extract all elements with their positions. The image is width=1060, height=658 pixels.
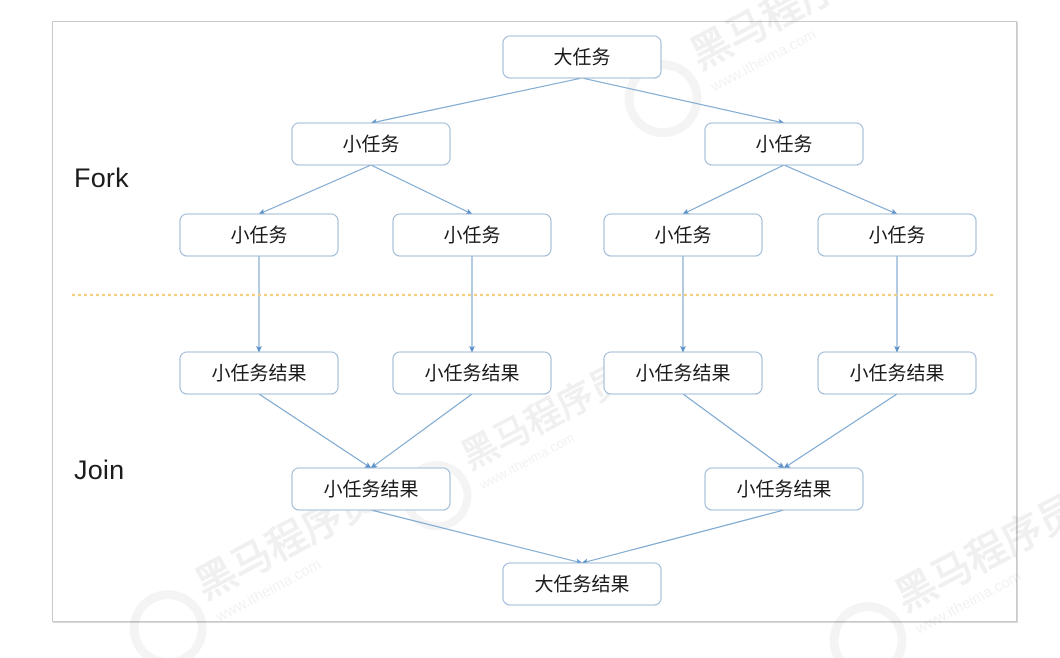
node-label: 小任务 [230, 225, 287, 247]
node-n-res-1[interactable]: 小任务结果 [179, 351, 339, 395]
node-n-big-task[interactable]: 大任务 [502, 35, 662, 79]
node-n-res-4[interactable]: 小任务结果 [817, 351, 977, 395]
node-label: 小任务结果 [849, 363, 944, 385]
node-label: 小任务 [654, 225, 711, 247]
node-n-sub-r[interactable]: 小任务 [704, 122, 864, 166]
edge-e-merger-to-big [581, 509, 785, 565]
node-box [392, 213, 552, 257]
node-box [291, 122, 451, 166]
node-box [502, 35, 662, 79]
node-box [704, 467, 864, 511]
phase-label-join: Join [74, 455, 125, 485]
node-n-leaf-4[interactable]: 小任务 [817, 213, 977, 257]
edge-e-res4-to-merger [783, 393, 898, 469]
edge-e-subl-to-leaf1 [258, 164, 372, 215]
edge-e-res2-to-mergel [370, 393, 473, 469]
node-box [392, 351, 552, 395]
node-label: 小任务 [443, 225, 500, 247]
phase-label-fork: Fork [74, 163, 129, 193]
edge-e-res3-to-merger [682, 393, 785, 469]
edge-layer [256, 77, 900, 565]
node-box [817, 213, 977, 257]
node-label: 小任务结果 [635, 363, 730, 385]
node-n-big-result[interactable]: 大任务结果 [502, 562, 662, 606]
node-n-leaf-2[interactable]: 小任务 [392, 213, 552, 257]
edge-e-subr-to-leaf4 [783, 164, 898, 215]
node-box [603, 351, 763, 395]
node-label: 小任务结果 [424, 363, 519, 385]
node-n-leaf-1[interactable]: 小任务 [179, 213, 339, 257]
node-label: 小任务 [342, 134, 399, 156]
node-label: 小任务结果 [211, 363, 306, 385]
node-n-leaf-3[interactable]: 小任务 [603, 213, 763, 257]
node-box [179, 213, 339, 257]
svg-text:黑马程序员: 黑马程序员 [683, 0, 881, 79]
node-label: 大任务 [553, 47, 610, 69]
node-label: 小任务结果 [323, 479, 418, 501]
node-box [502, 562, 662, 606]
edge-e-big-to-subr [581, 77, 785, 125]
node-n-res-3[interactable]: 小任务结果 [603, 351, 763, 395]
node-label: 小任务 [868, 225, 925, 247]
node-n-merge-r[interactable]: 小任务结果 [704, 467, 864, 511]
node-n-merge-l[interactable]: 小任务结果 [291, 467, 451, 511]
edge-e-subr-to-leaf3 [682, 164, 785, 215]
node-box [817, 351, 977, 395]
node-layer: 大任务小任务小任务小任务小任务小任务小任务小任务结果小任务结果小任务结果小任务结… [179, 35, 977, 606]
node-label: 小任务结果 [736, 479, 831, 501]
node-n-sub-l[interactable]: 小任务 [291, 122, 451, 166]
edge-e-big-to-subl [370, 77, 583, 125]
node-label: 小任务 [755, 134, 812, 156]
node-box [179, 351, 339, 395]
node-box [291, 467, 451, 511]
node-box [704, 122, 864, 166]
edge-e-res1-to-mergel [258, 393, 372, 469]
diagram-frame [52, 21, 1017, 622]
edge-e-subl-to-leaf2 [370, 164, 473, 215]
node-n-res-2[interactable]: 小任务结果 [392, 351, 552, 395]
edge-e-mergel-to-big [370, 509, 583, 565]
node-box [603, 213, 763, 257]
node-label: 大任务结果 [534, 574, 629, 596]
